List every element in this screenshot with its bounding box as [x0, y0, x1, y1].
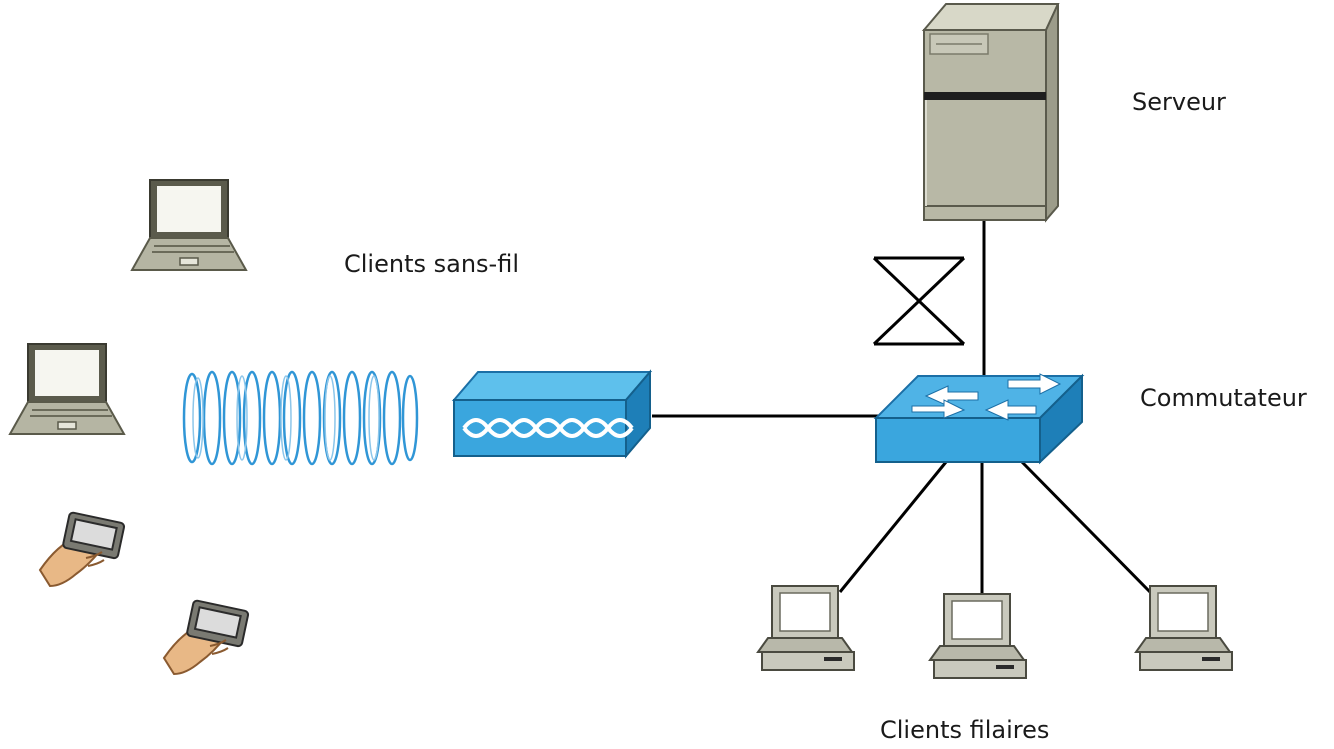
laptop-icon	[9, 343, 125, 435]
link-switch-pc1	[838, 461, 948, 593]
server-label: Serveur	[1132, 88, 1226, 116]
server-icon	[921, 3, 1060, 223]
desktop-pc-icon	[757, 585, 855, 671]
wired-clients-label: Clients filaires	[880, 716, 1050, 744]
access-point-icon	[451, 369, 653, 459]
link-switch-pc3	[1020, 460, 1154, 596]
wireless-clients-label: Clients sans-fil	[344, 250, 519, 278]
handheld-device-icon	[163, 599, 250, 675]
laptop-icon	[131, 179, 247, 271]
handheld-device-icon	[39, 511, 126, 587]
switch-label: Commutateur	[1140, 384, 1307, 412]
firewall-icon	[872, 256, 966, 346]
desktop-pc-icon	[1135, 585, 1233, 671]
links	[652, 220, 1154, 596]
wireless-signal-icon	[182, 370, 419, 466]
desktop-pc-icon	[929, 593, 1027, 679]
switch-icon	[873, 373, 1085, 465]
